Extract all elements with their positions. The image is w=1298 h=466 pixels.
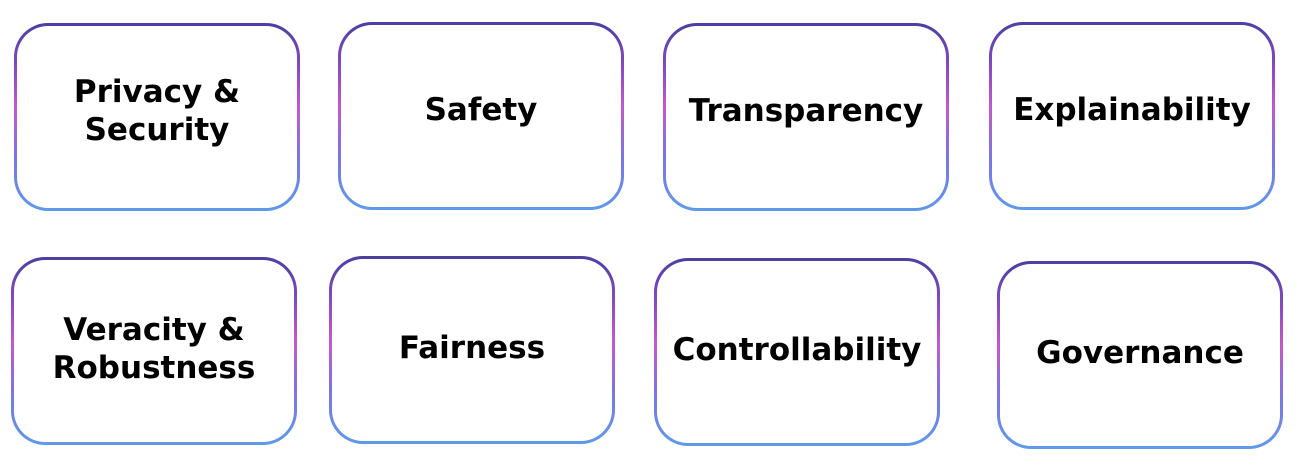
card-label: Controllability <box>672 332 922 368</box>
card-veracity-robustness: Veracity & Robustness <box>11 257 297 445</box>
card-label: Explainability <box>1013 92 1251 128</box>
card-transparency: Transparency <box>663 23 949 211</box>
card-label: Veracity & Robustness <box>52 312 256 386</box>
card-controllability: Controllability <box>654 258 940 446</box>
card-privacy-security: Privacy & Security <box>14 23 300 211</box>
card-label: Privacy & Security <box>73 74 241 148</box>
card-label: Safety <box>424 92 538 128</box>
card-label: Transparency <box>688 93 924 129</box>
card-label: Fairness <box>398 330 546 366</box>
card-safety: Safety <box>338 22 624 210</box>
card-label: Governance <box>1036 335 1244 371</box>
card-fairness: Fairness <box>329 256 615 444</box>
card-explainability: Explainability <box>989 22 1275 210</box>
card-governance: Governance <box>997 261 1283 449</box>
